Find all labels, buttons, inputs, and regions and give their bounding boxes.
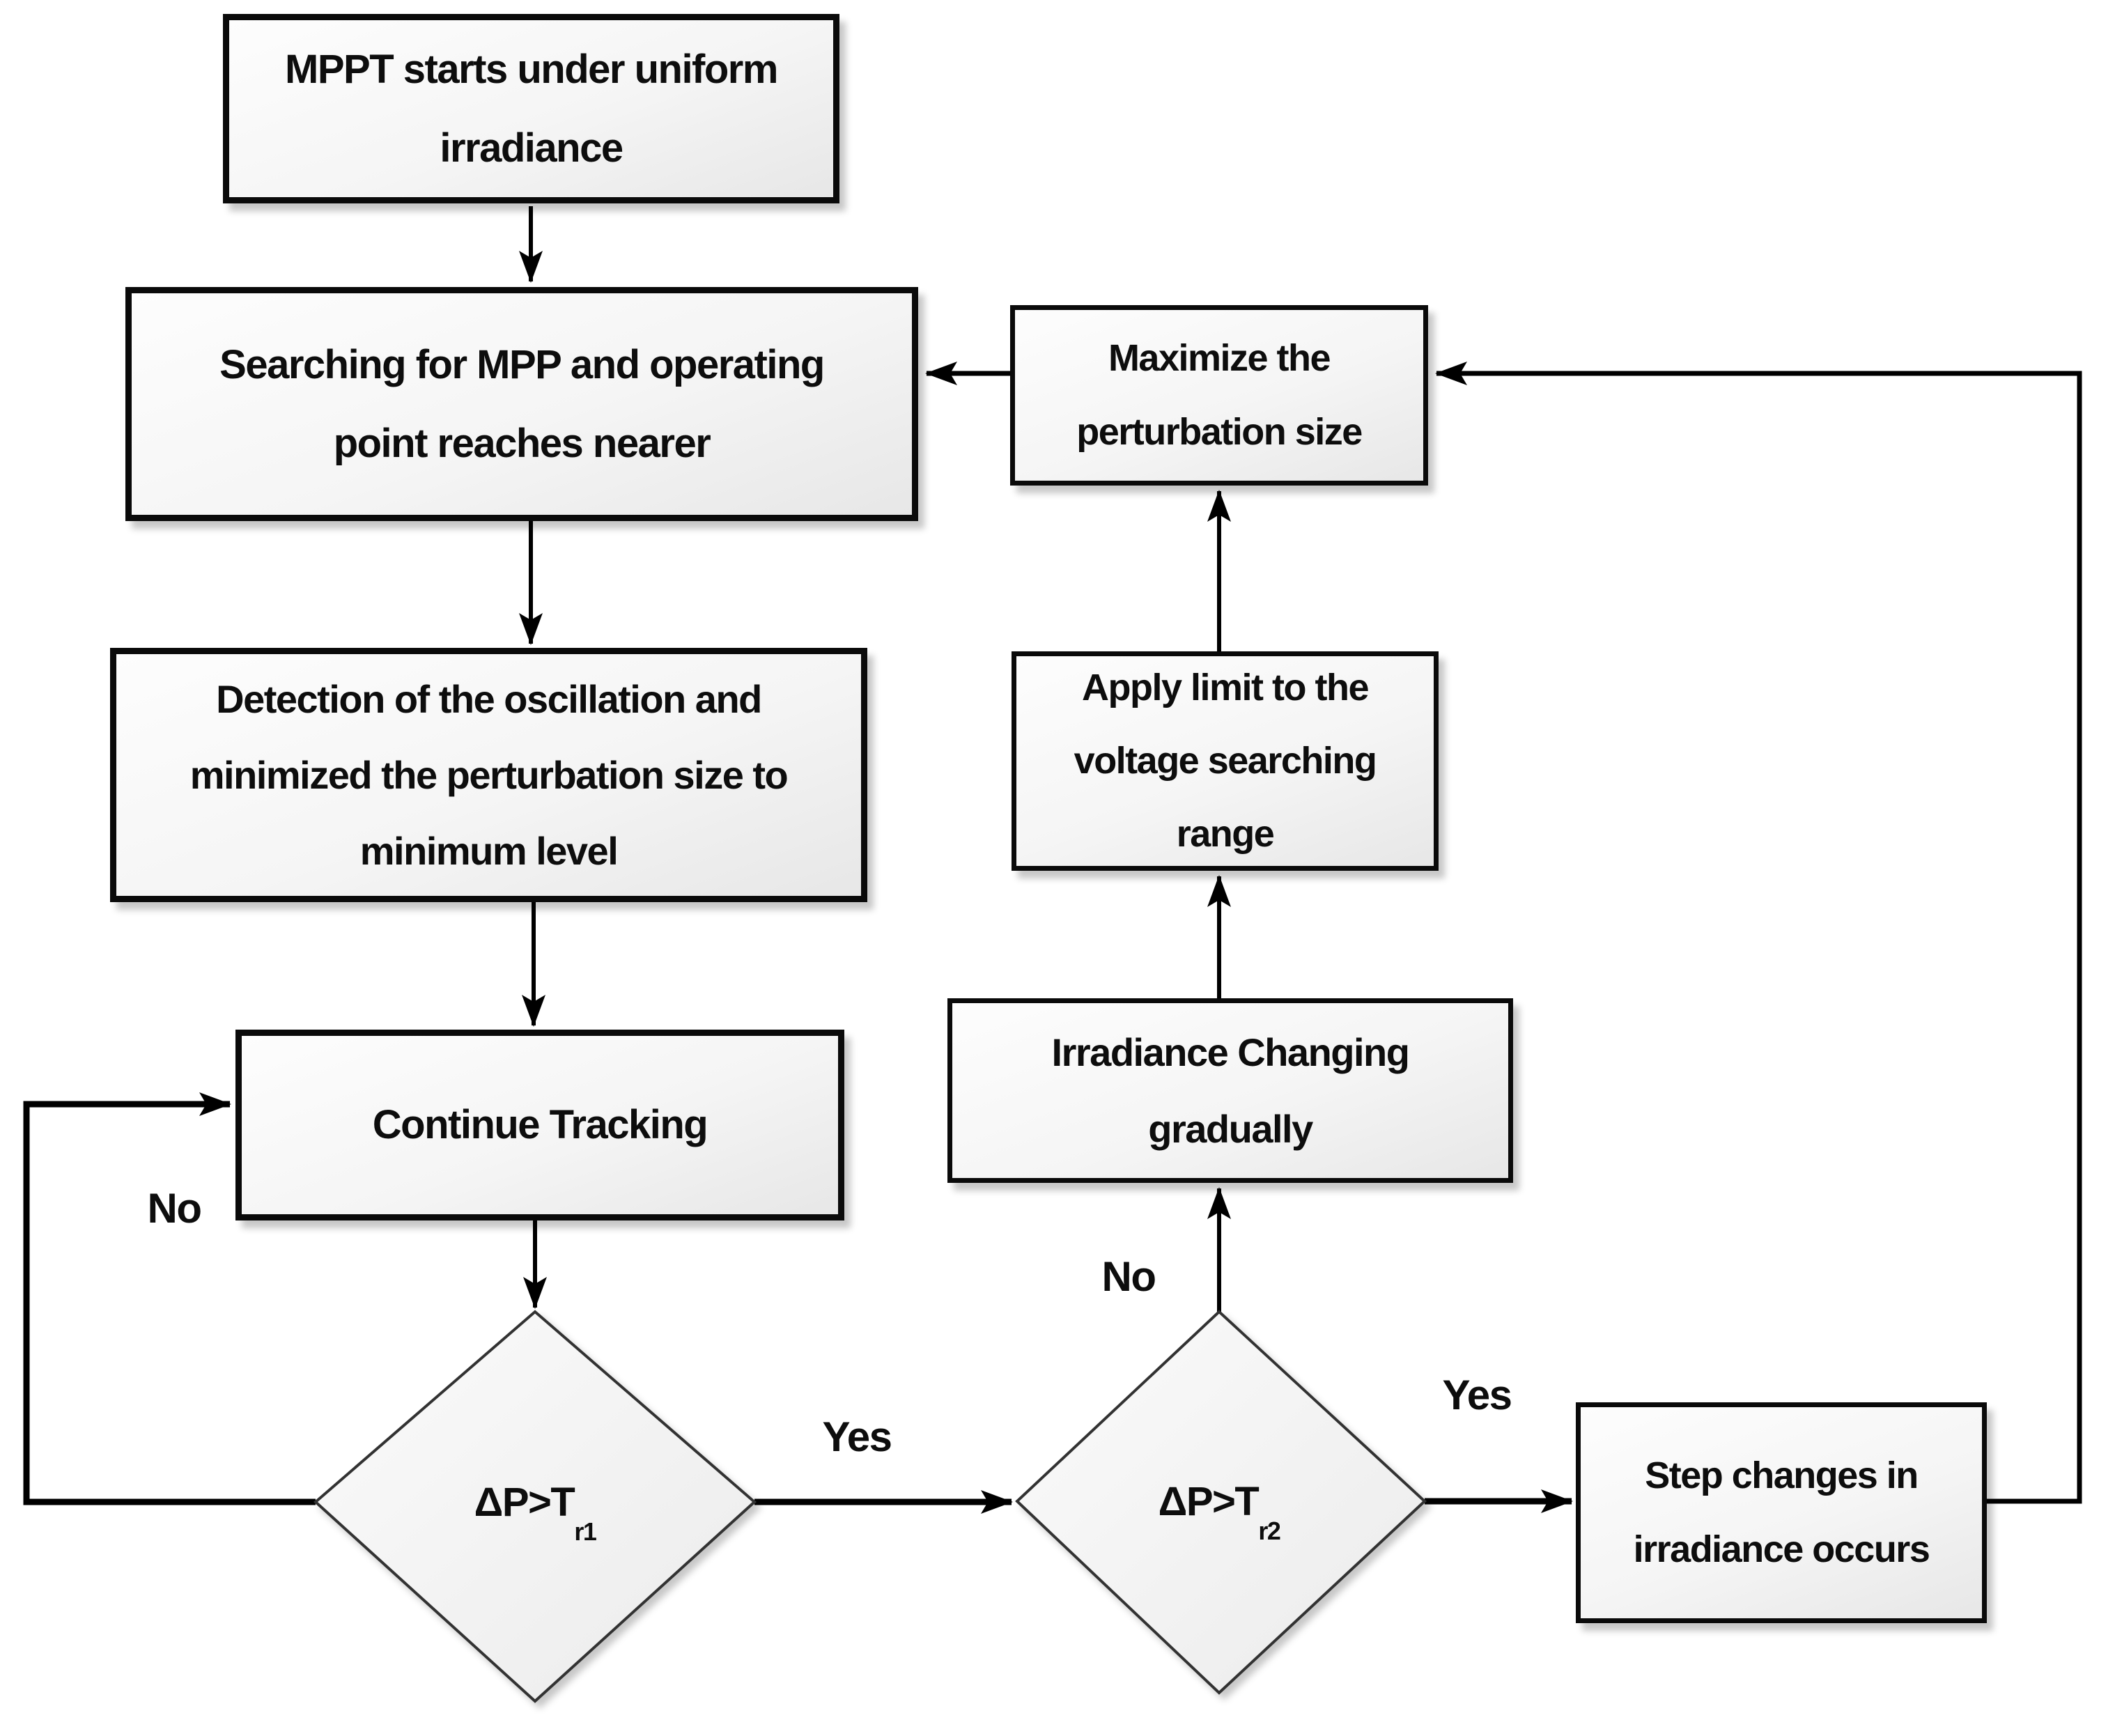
edge-label-no-1: No bbox=[147, 1185, 202, 1232]
decision1-subscript: r1 bbox=[574, 1517, 597, 1547]
node-mppt-start: MPPT starts under uniform irradiance bbox=[223, 14, 839, 203]
node-mppt-start-label: MPPT starts under uniform irradiance bbox=[285, 46, 778, 171]
node-detection-oscillation-label: Detection of the oscillation and minimiz… bbox=[189, 676, 789, 874]
node-detection-oscillation: Detection of the oscillation and minimiz… bbox=[110, 648, 867, 902]
node-searching-mpp-label: Searching for MPP and operating point re… bbox=[219, 341, 825, 466]
edge-label-no-2: No bbox=[1101, 1253, 1156, 1300]
node-continue-tracking: Continue Tracking bbox=[235, 1030, 844, 1220]
edge-label-yes-2: Yes bbox=[1442, 1372, 1512, 1418]
node-step-changes-label: Step changes in irradiance occurs bbox=[1633, 1455, 1930, 1570]
node-apply-voltage-limit: Apply limit to the voltage searching ran… bbox=[1012, 651, 1439, 871]
node-searching-mpp: Searching for MPP and operating point re… bbox=[125, 287, 918, 521]
decision1-base: ΔP>T bbox=[474, 1479, 575, 1525]
node-irradiance-gradual-label: Irradiance Changing gradually bbox=[1051, 1030, 1410, 1151]
node-maximize-perturbation: Maximize the perturbation size bbox=[1010, 305, 1428, 486]
edge-decision1-no-loop bbox=[23, 1092, 316, 1505]
node-apply-voltage-limit-label: Apply limit to the voltage searching ran… bbox=[1074, 666, 1377, 855]
node-irradiance-gradual: Irradiance Changing gradually bbox=[947, 998, 1513, 1183]
node-step-changes: Step changes in irradiance occurs bbox=[1576, 1402, 1987, 1623]
node-continue-tracking-label: Continue Tracking bbox=[372, 1102, 708, 1148]
decision-diamond-2-shape bbox=[1015, 1310, 1427, 1695]
node-maximize-perturbation-label: Maximize the perturbation size bbox=[1076, 337, 1363, 453]
decision2-subscript: r2 bbox=[1258, 1517, 1281, 1546]
decision2-base: ΔP>T bbox=[1158, 1478, 1260, 1524]
decision-diamond-1-shape bbox=[313, 1310, 757, 1703]
edge-label-yes-1: Yes bbox=[822, 1413, 892, 1460]
edge-stepchanges-feedback-to-maximize bbox=[1435, 362, 2082, 1504]
